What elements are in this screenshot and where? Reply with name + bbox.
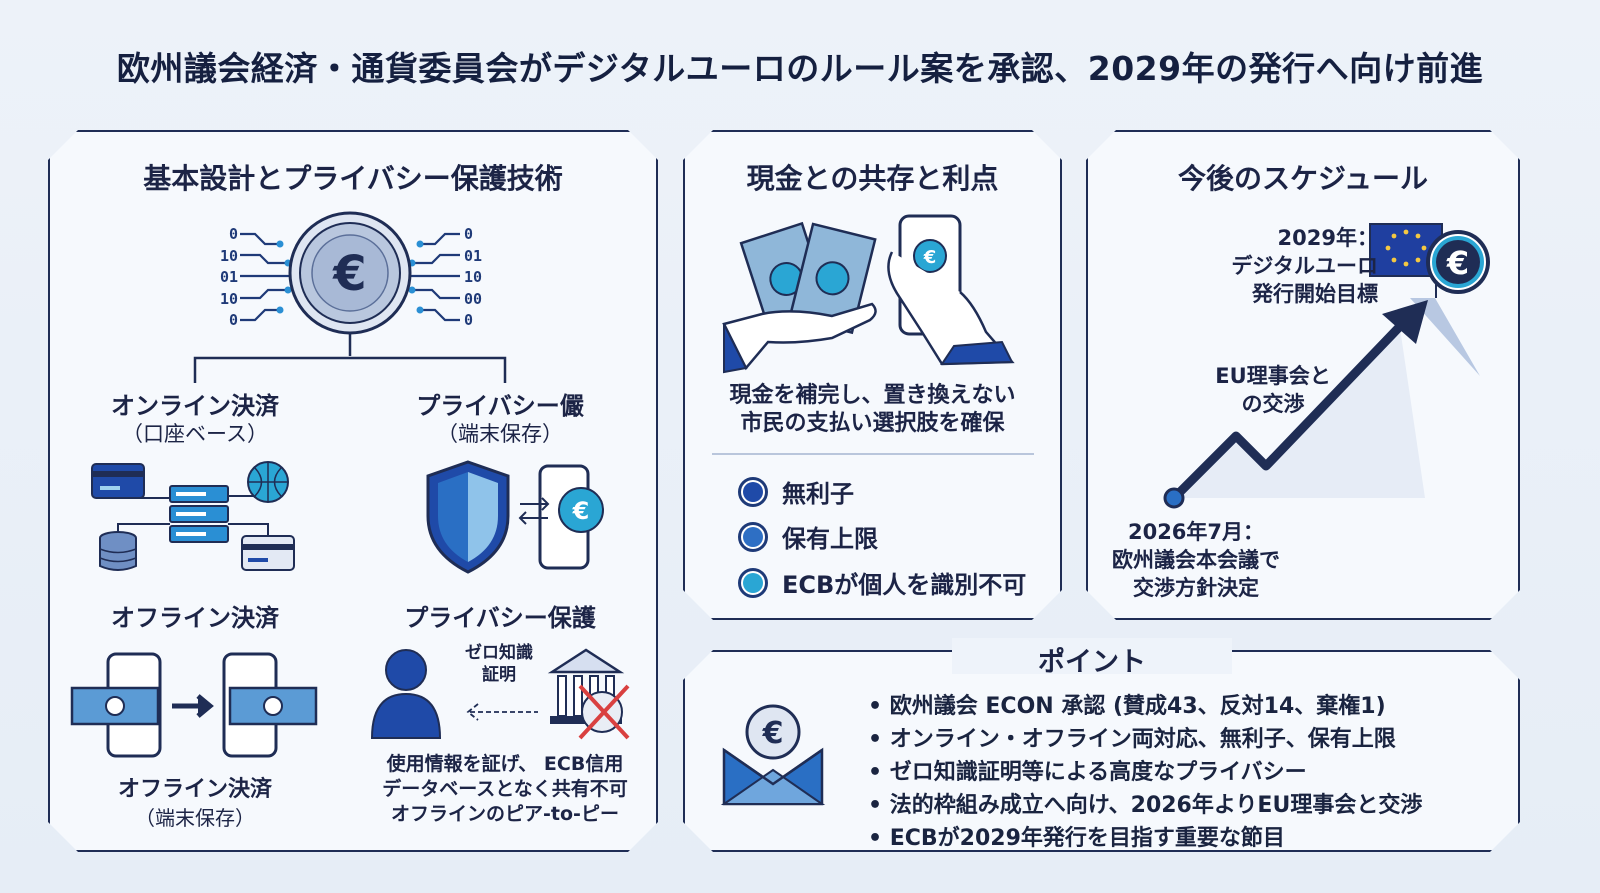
privacy-protection-label: プライバシー保護 xyxy=(404,604,596,632)
offline-phone-transfer-icon xyxy=(70,652,318,758)
bank-network-icon xyxy=(91,461,295,571)
privacy-storage-label: プライバシー儼 （端末保存） xyxy=(400,392,600,448)
benefit-item: ECBが個人を識別不可 xyxy=(738,565,1026,600)
zk-label-line: 証明 xyxy=(482,665,516,685)
point-item: ゼロ知識証明等による高度なプライバシー xyxy=(868,756,1422,789)
online-label-line: （口座ベース） xyxy=(122,422,268,446)
svg-text:€: € xyxy=(332,246,366,302)
binary-digit: 01 xyxy=(219,268,238,286)
cash-coexistence-description: 現金を補完し、置き換えない 市民の支払い選択肢を確保 xyxy=(683,382,1062,438)
binary-digit: 0 xyxy=(228,311,238,329)
page-title: 欧州議会経済・通貨委員会がデジタルユーロのルール案を承認、2029年の発行へ向け… xyxy=(116,49,1484,88)
goal-2029-label: 2029年： デジタルユーロ 発行開始目標 xyxy=(1188,224,1378,308)
zero-knowledge-label: ゼロ知識 証明 xyxy=(455,642,543,686)
point-item: ECBが2029年発行を目指す重要な節目 xyxy=(868,822,1422,855)
bullet-dot xyxy=(738,476,768,507)
cash-and-phone-illustration: € xyxy=(722,214,1015,374)
eu-council-negotiation-label: EU理事会と の交渉 xyxy=(1198,362,1348,418)
zero-knowledge-proof-icon xyxy=(370,648,630,740)
points-title: ポイント xyxy=(1038,647,1146,678)
binary-digit: 00 xyxy=(464,289,483,308)
binary-digit: 0 xyxy=(464,311,474,329)
zk-description: 使用情報を証げ、 ECB信用 データベースとなく共有不可 オフラインのピア-to… xyxy=(360,752,650,827)
benefit-label: ECBが個人を識別不可 xyxy=(782,571,1027,599)
start-2026-label: 2026年7月： 欧州議会本会議で 交渉方針決定 xyxy=(1096,518,1296,602)
zk-desc-line: オフラインのピア-to-ピー xyxy=(391,803,619,825)
bullet-dot-fill xyxy=(743,572,763,593)
point-item: 欧州議会 ECON 承認 (賛成43、反対14、棄権1) xyxy=(868,690,1422,723)
digital-euro-coin-graphic: € xyxy=(240,211,460,356)
bullet-dot xyxy=(738,567,768,598)
benefit-label: 保有上限 xyxy=(782,525,878,553)
shield-phone-icon: € xyxy=(426,460,604,574)
desc-line: 現金を補完し、置き換えない xyxy=(729,383,1016,408)
binary-digit: 0 xyxy=(228,225,238,243)
benefit-label: 無利子 xyxy=(782,480,854,508)
privacy-label-line: （端末保存） xyxy=(437,422,563,446)
points-title-bg xyxy=(952,638,1232,674)
tree-connector xyxy=(193,356,507,383)
online-label-line: オンライン決済 xyxy=(111,392,279,420)
euro-envelope-icon: € xyxy=(720,704,826,806)
bullet-dot-fill xyxy=(743,481,763,502)
binary-digit: 10 xyxy=(219,289,238,308)
binary-digit: 10 xyxy=(464,268,483,286)
cash-coexistence-title: 現金との共存と利点 xyxy=(746,162,999,195)
negotiation-line: EU理事会と xyxy=(1215,364,1331,388)
svg-text:€: € xyxy=(923,247,937,268)
start-line: 2026年7月： xyxy=(1127,520,1265,544)
start-line: 欧州議会本会議で xyxy=(1112,548,1280,572)
right-binary-digits: 0 01 10 00 0 xyxy=(464,224,494,332)
point-item: 法的枠組み成立へ向け、2026年よりEU理事会と交渉 xyxy=(868,789,1423,822)
points-list: 欧州議会 ECON 承認 (賛成43、反対14、棄権1) オンライン・オフライン… xyxy=(868,690,1423,855)
benefit-item: 保有上限 xyxy=(738,519,878,554)
negotiation-line: の交渉 xyxy=(1241,392,1305,416)
binary-digit: 10 xyxy=(219,246,238,265)
zk-desc-line: データベースとなく共有不可 xyxy=(382,778,628,800)
start-line: 交渉方針決定 xyxy=(1133,576,1259,600)
bullet-dot xyxy=(738,521,768,552)
divider xyxy=(712,453,1034,455)
design-privacy-title: 基本設計とプライバシー保護技術 xyxy=(143,162,563,195)
goal-line: デジタルユーロ xyxy=(1231,254,1378,278)
schedule-panel xyxy=(1086,130,1520,620)
svg-text:€: € xyxy=(1446,244,1469,282)
offline-device-line: （端末保存） xyxy=(135,806,255,830)
offline-device-line: オフライン決済 xyxy=(117,777,272,802)
offline-device-label: オフライン決済 （端末保存） xyxy=(100,776,290,832)
schedule-title: 今後のスケジュール xyxy=(1177,162,1429,195)
online-payment-label: オンライン決済 （口座ベース） xyxy=(100,392,290,448)
privacy-label-line: プライバシー儼 xyxy=(416,392,584,420)
binary-digit: 0 xyxy=(464,225,474,243)
offline-payment-label: オフライン決済 xyxy=(111,604,279,632)
goal-line: 2029年： xyxy=(1277,226,1378,250)
zk-label-line: ゼロ知識 xyxy=(465,643,533,663)
benefit-item: 無利子 xyxy=(738,474,854,509)
binary-digit: 01 xyxy=(464,246,483,265)
desc-line: 市民の支払い選択肢を確保 xyxy=(740,411,1005,436)
point-item: オンライン・オフライン両対応、無利子、保有上限 xyxy=(868,723,1422,756)
left-binary-digits: 0 10 01 10 0 xyxy=(208,224,238,332)
bullet-dot-fill xyxy=(743,526,763,547)
goal-line: 発行開始目標 xyxy=(1252,282,1378,306)
svg-text:€: € xyxy=(762,716,784,751)
timeline-arrow-graphic: € xyxy=(1163,223,1490,509)
svg-text:€: € xyxy=(572,497,590,525)
zk-desc-line: 使用情報を証げ、 ECB信用 xyxy=(386,753,624,775)
